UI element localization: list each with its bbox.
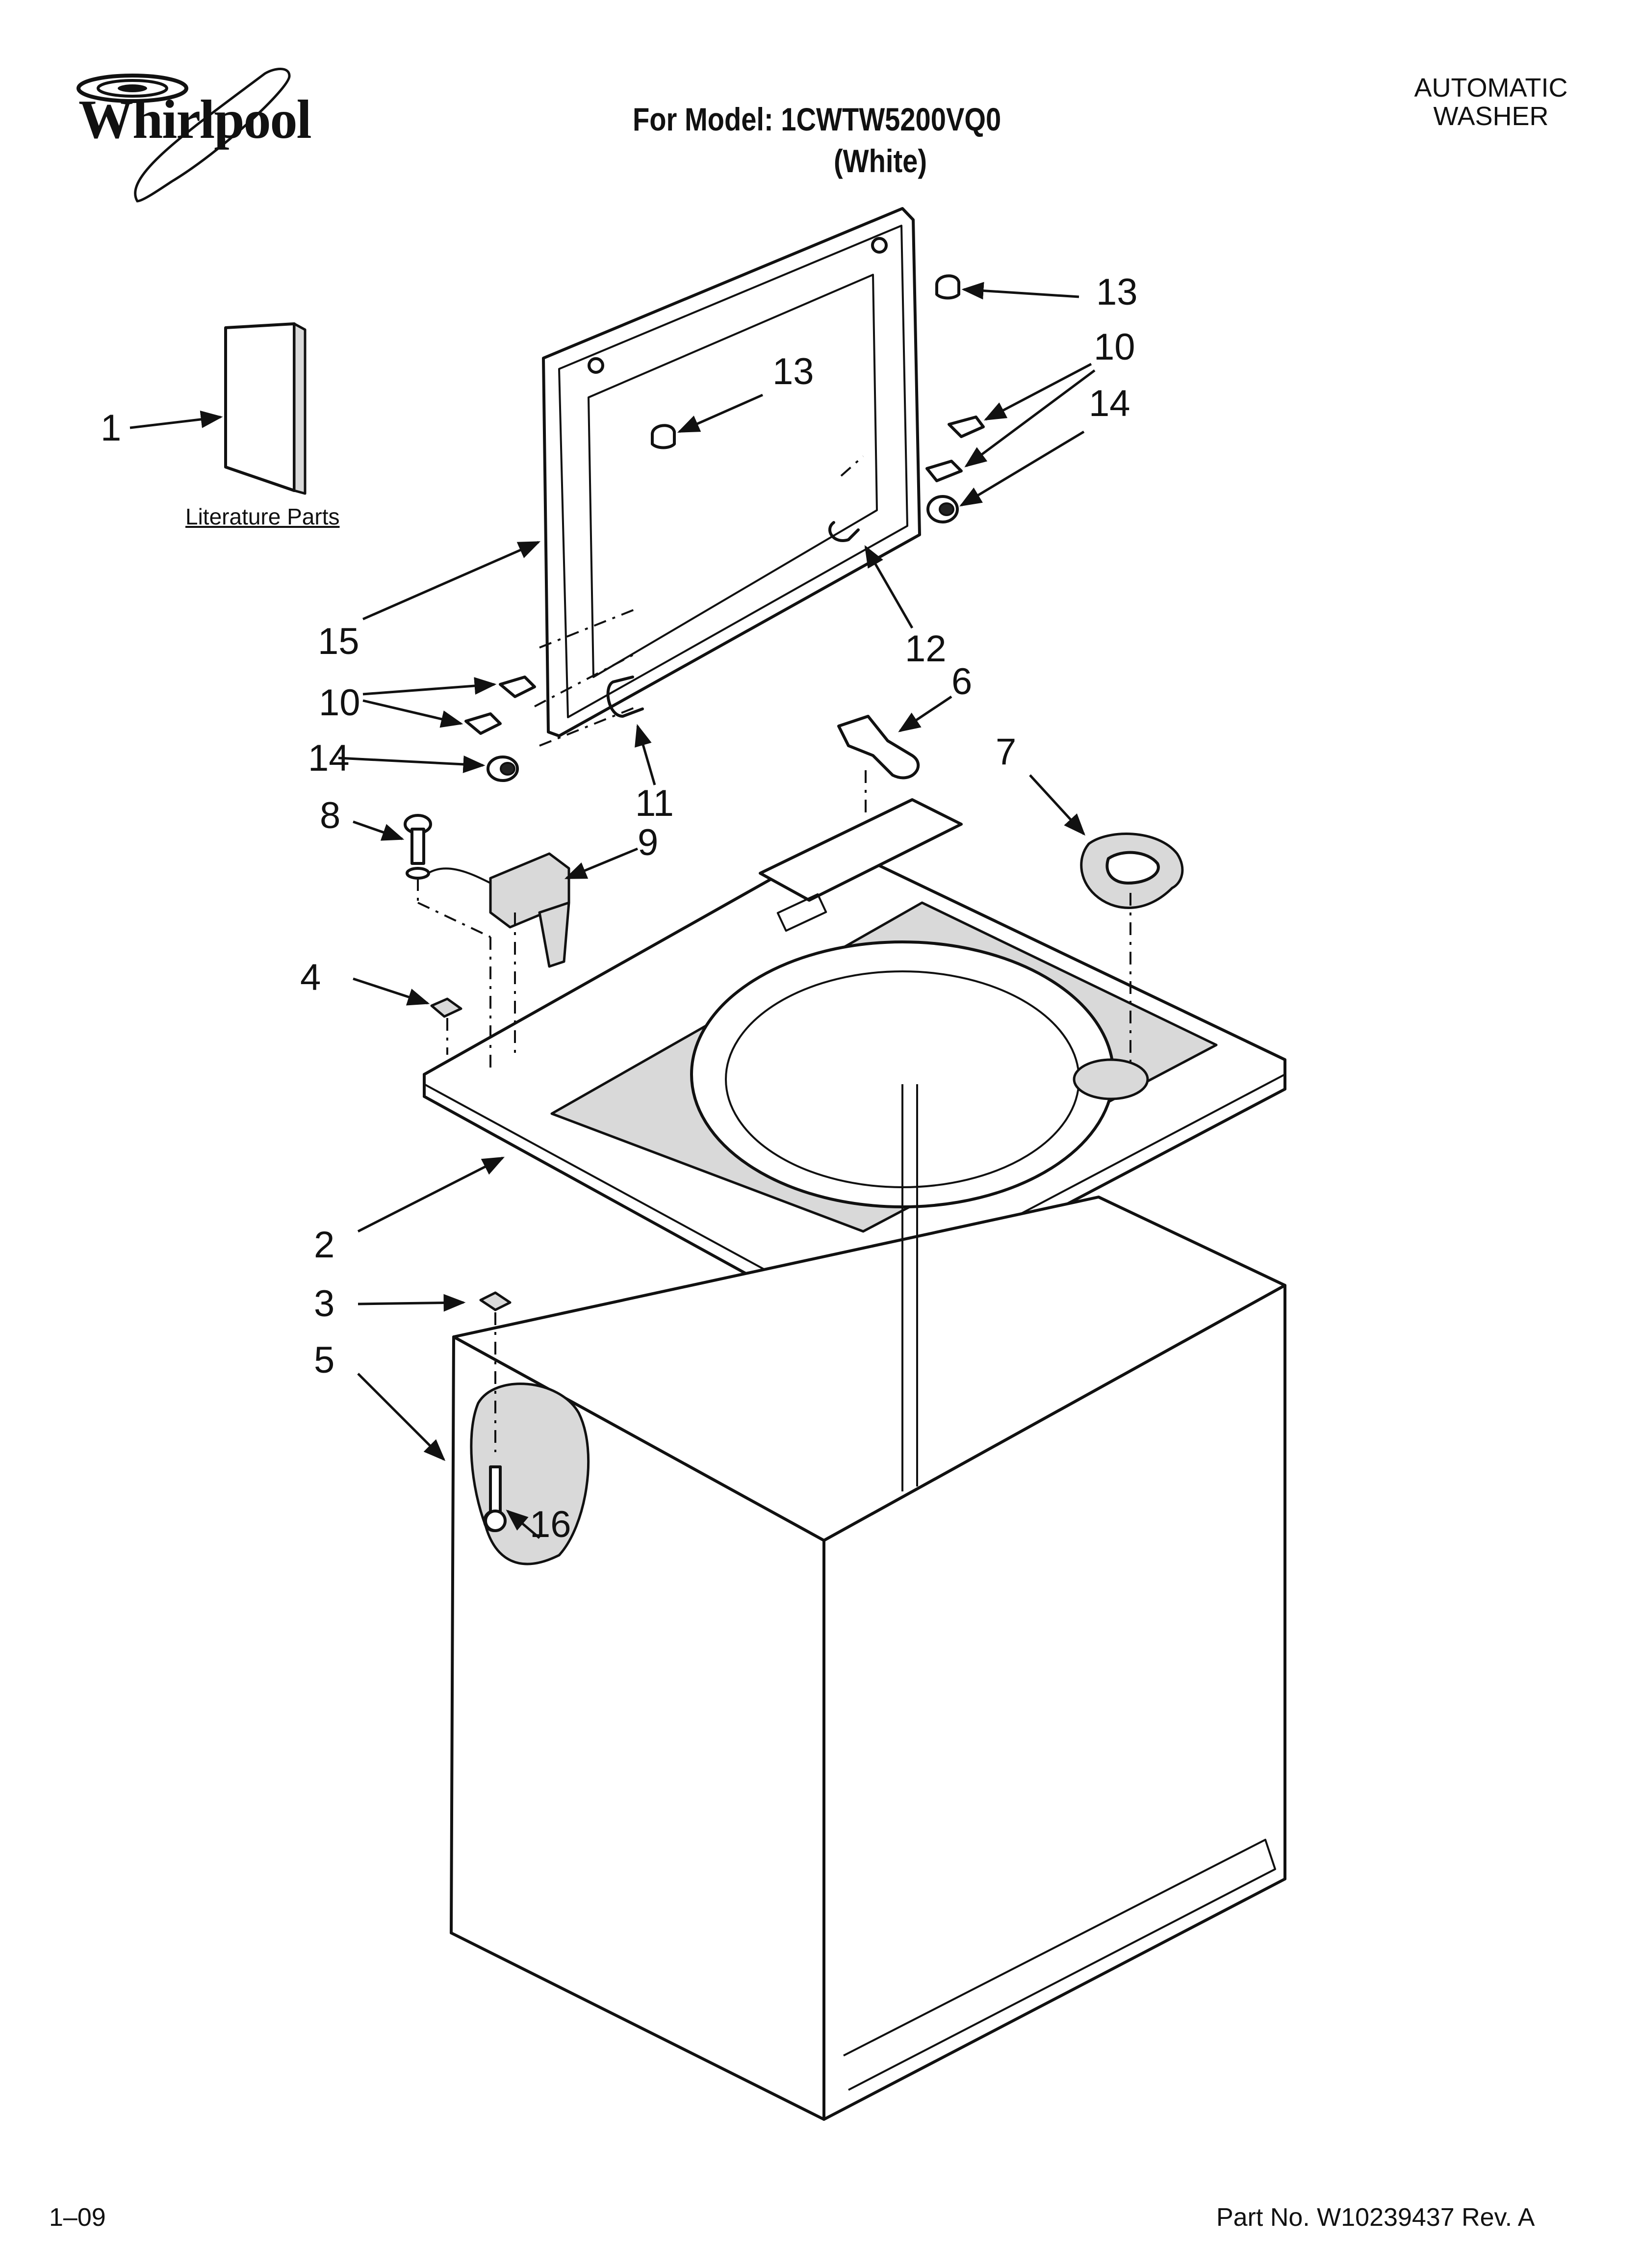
callout-10-right: 10 xyxy=(1094,326,1135,368)
part-bumper-14-left xyxy=(487,756,519,782)
callout-8: 8 xyxy=(320,795,341,836)
part-plug-13-left xyxy=(651,424,676,449)
part-plug-13-right xyxy=(935,274,960,300)
callout-3: 3 xyxy=(314,1283,335,1325)
brand-wordmark: Whirlpool xyxy=(78,89,312,150)
callout-7: 7 xyxy=(996,731,1017,773)
part-screws-10-right xyxy=(925,416,985,482)
assembly-lines xyxy=(417,455,1131,1452)
product-type-line2: WASHER xyxy=(1433,102,1549,131)
callout-1: 1 xyxy=(101,407,122,449)
callout-4: 4 xyxy=(300,957,321,998)
product-type-line1: AUTOMATIC xyxy=(1414,73,1568,103)
callout-5: 5 xyxy=(314,1339,335,1381)
part-screw-16 xyxy=(484,1465,507,1532)
part-clip-3 xyxy=(479,1291,512,1311)
part-clip-4 xyxy=(430,997,462,1018)
date-code: 1–09 xyxy=(49,2203,106,2232)
callout-11: 11 xyxy=(635,782,674,824)
part-hinge-clip xyxy=(828,521,860,542)
part-number: Part No. W10239437 Rev. A xyxy=(1216,2203,1535,2232)
callout-12: 12 xyxy=(905,628,947,670)
part-hinge-rod xyxy=(606,676,644,718)
callout-6: 6 xyxy=(951,661,973,703)
product-type: AUTOMATIC WASHER xyxy=(1388,74,1594,130)
logo-swirl-icon xyxy=(77,68,291,203)
model-title: For Model: 1CWTW5200VQ0 xyxy=(633,101,1001,137)
callout-13-left: 13 xyxy=(772,351,814,392)
brand-logo xyxy=(59,54,353,211)
callout-14-right: 14 xyxy=(1089,383,1130,424)
callout-arrows xyxy=(129,282,1096,1539)
part-bumper-14-right xyxy=(926,495,959,523)
model-color: (White) xyxy=(834,143,927,179)
part-screw-8 xyxy=(404,814,432,880)
part-dispenser xyxy=(1080,833,1184,909)
part-top-panel xyxy=(423,798,1286,1326)
callout-15: 15 xyxy=(318,621,359,662)
callout-10-left: 10 xyxy=(319,682,360,724)
part-lid-switch xyxy=(421,852,570,968)
literature-parts-label: Literature Parts xyxy=(185,504,340,529)
callout-2: 2 xyxy=(314,1224,335,1266)
part-screws-10-left xyxy=(464,676,536,735)
callout-14-left: 14 xyxy=(308,737,350,779)
callout-9: 9 xyxy=(638,822,659,863)
part-clip-6 xyxy=(837,715,920,780)
part-literature-book xyxy=(224,322,307,495)
part-lid xyxy=(542,207,921,737)
callout-16: 16 xyxy=(530,1504,571,1545)
callout-13-right: 13 xyxy=(1096,271,1138,313)
